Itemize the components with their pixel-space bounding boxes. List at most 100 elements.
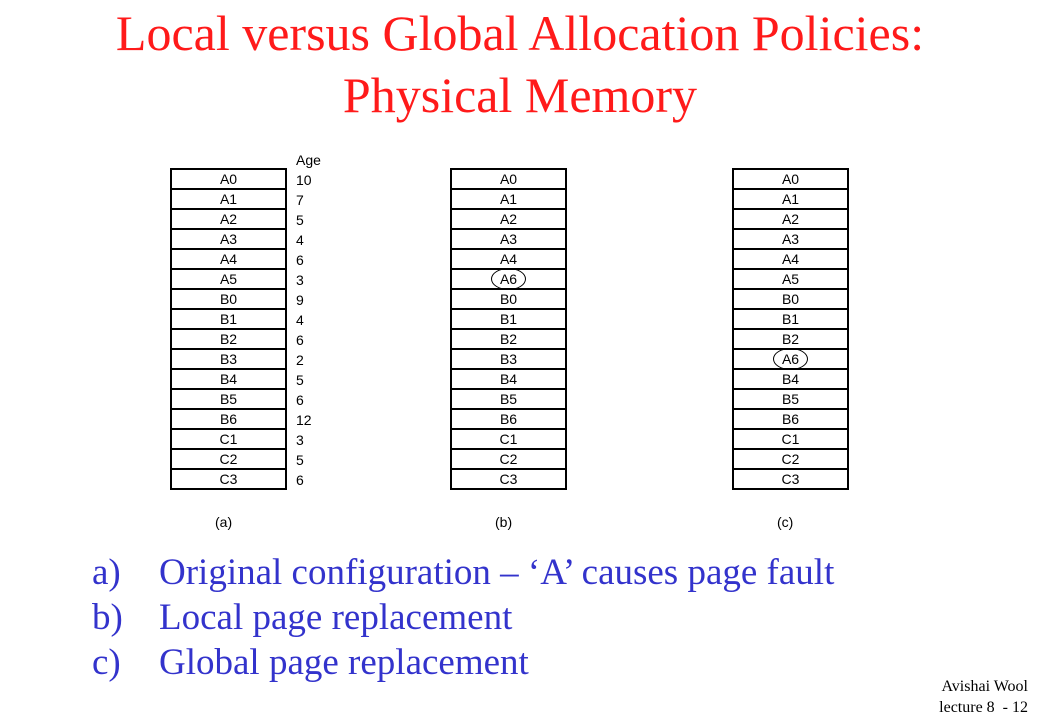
page-frame-row: B0 — [732, 288, 849, 310]
age-value: 6 — [296, 392, 304, 408]
page-frame-row: A2 — [450, 208, 567, 230]
page-frame-row: C3 — [170, 468, 287, 490]
page-frame-row: B1 — [170, 308, 287, 330]
page-frame-row: A1 — [170, 188, 287, 210]
page-frame-cell: A2 — [732, 208, 849, 230]
page-frame-row: A5 — [170, 268, 287, 290]
page-frame-cell: A0 — [170, 168, 287, 190]
page-frame-row: C3 — [450, 468, 567, 490]
age-header: Age — [296, 152, 321, 168]
page-frame-cell: A1 — [450, 188, 567, 210]
page-frame-cell: C2 — [732, 448, 849, 470]
age-value: 3 — [296, 272, 304, 288]
page-frame-cell: A3 — [732, 228, 849, 250]
page-frame-row: A6 — [450, 268, 567, 290]
page-label: B1 — [781, 311, 800, 327]
footer-lecture: lecture 8 - 12 — [939, 699, 1028, 716]
page-frame-cell: C1 — [450, 428, 567, 450]
page-frame-cell: B6 — [732, 408, 849, 430]
age-value: 5 — [296, 212, 304, 228]
page-label: B6 — [781, 411, 800, 427]
page-frame-cell: B4 — [450, 368, 567, 390]
page-frame-row: B1 — [732, 308, 849, 330]
page-label: B3 — [219, 351, 238, 367]
page-label: C3 — [781, 471, 800, 487]
figure-label-b: (b) — [495, 514, 513, 530]
page-frame-row: A4 — [170, 248, 287, 270]
page-frame-cell: B1 — [732, 308, 849, 330]
page-frame-cell: B3 — [170, 348, 287, 370]
page-frame-cell: A2 — [450, 208, 567, 230]
age-value: 10 — [296, 172, 312, 188]
page-frame-cell: C2 — [170, 448, 287, 470]
page-frame-row: C2 — [450, 448, 567, 470]
page-frame-cell: A4 — [450, 248, 567, 270]
caption-text: Local page replacement — [159, 597, 513, 638]
caption-text: Original configuration – ‘A’ causes page… — [159, 552, 835, 593]
page-label: A0 — [219, 171, 238, 187]
page-frame-row: C1 — [170, 428, 287, 450]
page-frame-row: A0 — [450, 168, 567, 190]
page-frame-cell: A3 — [450, 228, 567, 250]
page-frame-row: B3 — [170, 348, 287, 370]
page-label: B2 — [219, 331, 238, 347]
page-frame-cell: B1 — [170, 308, 287, 330]
page-frame-cell: B5 — [732, 388, 849, 410]
page-frame-cell: A5 — [170, 268, 287, 290]
page-label: A5 — [781, 271, 800, 287]
age-value: 5 — [296, 372, 304, 388]
page-label: C1 — [219, 431, 238, 447]
caption-item: a)Original configuration – ‘A’ causes pa… — [92, 550, 834, 595]
page-frame-cell: B6 — [170, 408, 287, 430]
footer-author: Avishai Wool — [941, 678, 1028, 695]
page-frame-cell: A3 — [170, 228, 287, 250]
page-frame-cell: B0 — [732, 288, 849, 310]
page-frame-row: A5 — [732, 268, 849, 290]
page-label: C1 — [499, 431, 518, 447]
page-label: A2 — [499, 211, 518, 227]
page-label: C3 — [219, 471, 238, 487]
page-frame-cell: A6 — [732, 348, 849, 370]
page-frame-row: A2 — [170, 208, 287, 230]
page-frame-row: B5 — [450, 388, 567, 410]
page-frame-cell: C2 — [450, 448, 567, 470]
page-label: B0 — [499, 291, 518, 307]
page-frame-cell: C1 — [170, 428, 287, 450]
page-label: B5 — [781, 391, 800, 407]
page-label: B0 — [781, 291, 800, 307]
page-label: A5 — [219, 271, 238, 287]
page-frame-row: B4 — [450, 368, 567, 390]
caption-item: b)Local page replacement — [92, 595, 834, 640]
page-label: C2 — [219, 451, 238, 467]
page-label: A4 — [781, 251, 800, 267]
page-frame-cell: A6 — [450, 268, 567, 290]
page-frame-cell: B4 — [170, 368, 287, 390]
page-frame-row: A1 — [732, 188, 849, 210]
age-value: 4 — [296, 312, 304, 328]
page-label: A3 — [499, 231, 518, 247]
page-label: C2 — [781, 451, 800, 467]
page-frame-cell: B5 — [170, 388, 287, 410]
page-label: A3 — [781, 231, 800, 247]
page-frame-row: C2 — [732, 448, 849, 470]
page-frame-row: A1 — [450, 188, 567, 210]
page-label: B4 — [219, 371, 238, 387]
page-label: C3 — [499, 471, 518, 487]
page-frame-row: C2 — [170, 448, 287, 470]
page-label: B6 — [499, 411, 518, 427]
page-label: C2 — [499, 451, 518, 467]
slide-title-line1: Local versus Global Allocation Policies: — [115, 5, 925, 61]
page-frame-row: A3 — [450, 228, 567, 250]
page-frame-cell: C3 — [170, 468, 287, 490]
page-frame-row: B6 — [732, 408, 849, 430]
page-frame-row: B1 — [450, 308, 567, 330]
page-label: A3 — [219, 231, 238, 247]
page-label: B5 — [499, 391, 518, 407]
page-label: A2 — [219, 211, 238, 227]
page-frame-row: B6 — [450, 408, 567, 430]
age-value: 7 — [296, 192, 304, 208]
age-value: 9 — [296, 292, 304, 308]
